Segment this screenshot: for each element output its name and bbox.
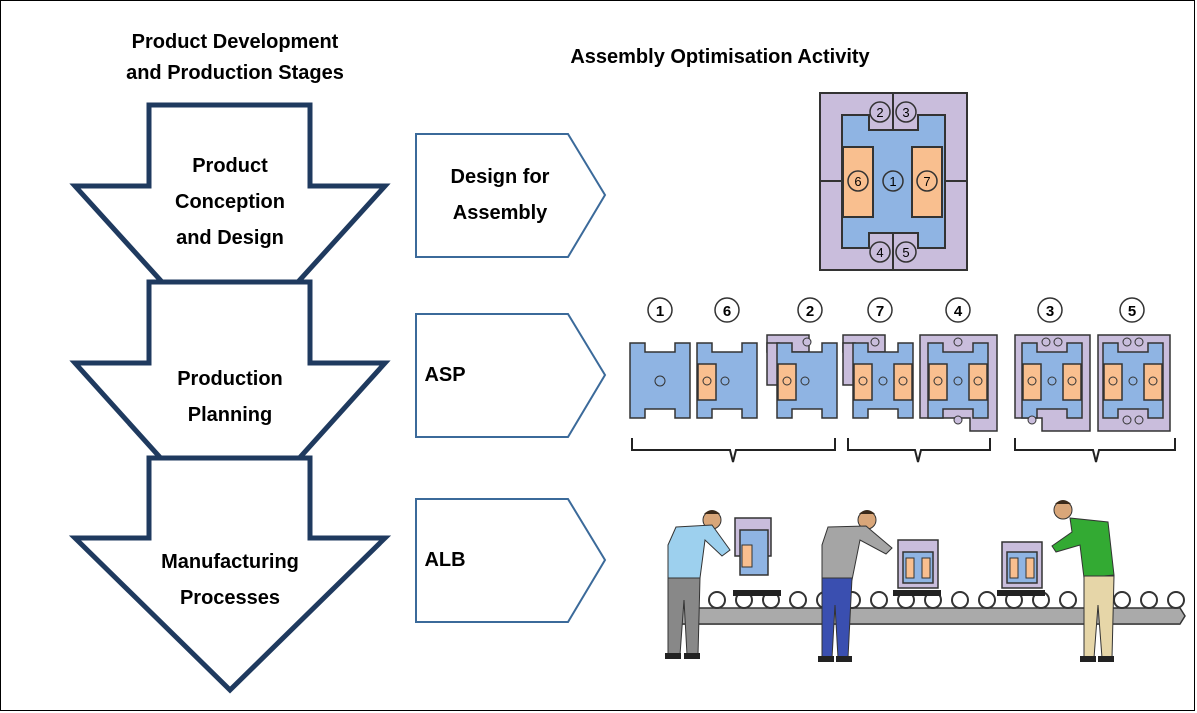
part-7-label: 7 bbox=[923, 174, 930, 189]
activity-arrow-dfa bbox=[415, 133, 607, 258]
left-header-line1: Product Development bbox=[131, 31, 339, 53]
step-6-label: 3 bbox=[1046, 303, 1054, 320]
stage-1-line3: and Design bbox=[176, 227, 284, 249]
part-3-label: 3 bbox=[902, 105, 909, 120]
stage-1-line1: Product bbox=[192, 155, 268, 177]
step-circle-5: 4 bbox=[945, 297, 971, 323]
sequence-part-3 bbox=[766, 334, 838, 419]
step-circle-6: 3 bbox=[1037, 297, 1063, 323]
stage-label-2: Production Planning bbox=[130, 361, 330, 433]
sequence-part-7 bbox=[1097, 334, 1171, 432]
activity-alb-line1: ALB bbox=[424, 549, 466, 571]
step-circle-7: 5 bbox=[1119, 297, 1145, 323]
stage-arrow-3 bbox=[68, 455, 392, 694]
step-circle-1: 1 bbox=[647, 297, 673, 323]
part-2-label: 2 bbox=[876, 105, 883, 120]
stage-3-line1: Manufacturing bbox=[161, 551, 299, 573]
step-2-label: 6 bbox=[723, 303, 731, 320]
station-brackets bbox=[631, 438, 1176, 463]
step-1-label: 1 bbox=[656, 303, 664, 320]
activity-label-dfa: Design for Assembly bbox=[420, 159, 580, 231]
station-bracket-3 bbox=[1014, 438, 1176, 463]
step-circle-3: 2 bbox=[797, 297, 823, 323]
step-3-label: 2 bbox=[806, 303, 814, 320]
sequence-step-circles: 1 6 2 7 4 3 5 bbox=[647, 297, 1145, 323]
part-1-label: 1 bbox=[889, 174, 896, 189]
activity-label-asp: ASP bbox=[420, 357, 470, 393]
activity-arrow-alb bbox=[415, 498, 607, 623]
step-5-label: 4 bbox=[954, 303, 963, 320]
worker-3 bbox=[1051, 500, 1115, 662]
part-4-label: 4 bbox=[876, 245, 883, 260]
sequence-part-4 bbox=[842, 334, 914, 419]
pallet-2 bbox=[893, 539, 941, 596]
step-4-label: 7 bbox=[876, 303, 884, 320]
step-circle-2: 6 bbox=[714, 297, 740, 323]
part-6-circle: 6 bbox=[847, 170, 869, 192]
sequence-part-2 bbox=[696, 342, 758, 419]
part-2-circle: 2 bbox=[869, 101, 891, 123]
step-circle-4: 7 bbox=[867, 297, 893, 323]
worker-1 bbox=[665, 510, 731, 659]
activity-label-alb: ALB bbox=[420, 542, 470, 578]
stage-1-line2: Conception bbox=[175, 191, 285, 213]
sequence-part-1 bbox=[629, 342, 691, 419]
pallet-1 bbox=[733, 517, 781, 596]
stage-2-line2: Planning bbox=[187, 404, 273, 426]
stage-label-1: Product Conception and Design bbox=[130, 148, 330, 256]
left-header-line2: and Production Stages bbox=[126, 62, 344, 84]
stage-arrow-2 bbox=[69, 279, 391, 539]
part-5-circle: 5 bbox=[895, 241, 917, 263]
station-bracket-1 bbox=[631, 438, 836, 463]
part-4-circle: 4 bbox=[869, 241, 891, 263]
stage-3-line2: Processes bbox=[179, 587, 281, 609]
sequence-part-5 bbox=[919, 334, 998, 432]
left-header: Product Development and Production Stage… bbox=[85, 27, 385, 89]
station-bracket-2 bbox=[847, 438, 991, 463]
stage-arrow-1 bbox=[69, 102, 391, 361]
part-7-circle: 7 bbox=[916, 170, 938, 192]
part-6-label: 6 bbox=[854, 174, 861, 189]
activity-arrow-asp bbox=[415, 313, 607, 438]
part-3-circle: 3 bbox=[895, 101, 917, 123]
stage-label-3: Manufacturing Processes bbox=[125, 544, 335, 616]
right-header: Assembly Optimisation Activity bbox=[570, 46, 870, 68]
stage-2-line1: Production bbox=[177, 368, 283, 390]
activity-asp-line1: ASP bbox=[424, 364, 466, 386]
worker-2 bbox=[818, 510, 893, 662]
part-1-circle: 1 bbox=[882, 170, 904, 192]
step-7-label: 5 bbox=[1128, 303, 1136, 320]
part-5-label: 5 bbox=[902, 245, 909, 260]
activity-dfa-line2: Assembly bbox=[452, 202, 548, 224]
activity-dfa-line1: Design for bbox=[450, 166, 550, 188]
sequence-part-6 bbox=[1014, 334, 1091, 432]
pallet-3 bbox=[997, 541, 1045, 596]
